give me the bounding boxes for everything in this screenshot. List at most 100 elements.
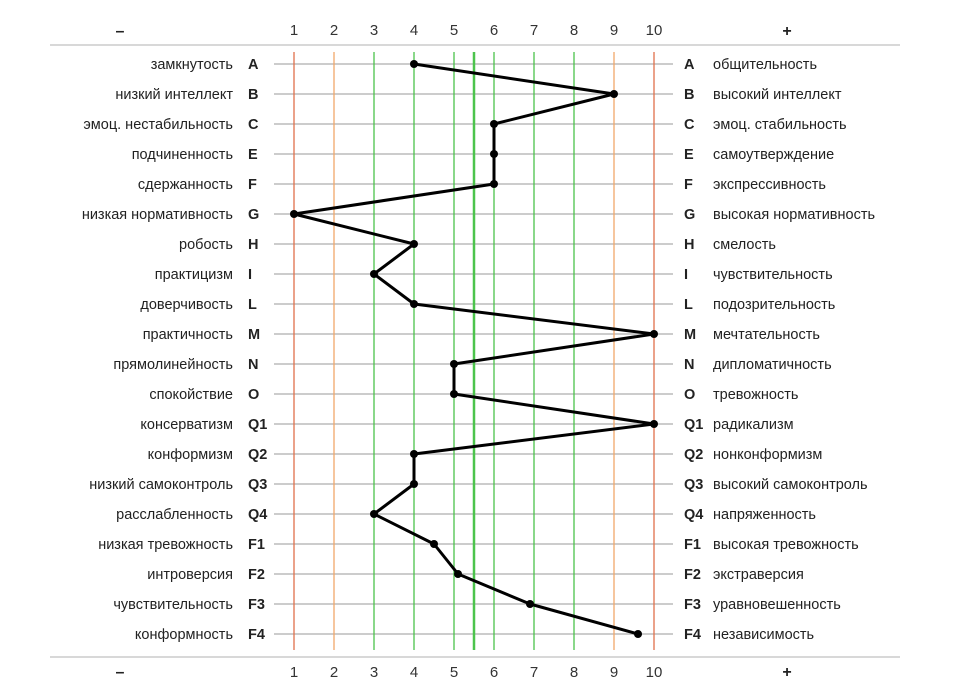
factor-code-right: G — [684, 207, 695, 223]
right-pole-label: высокий интеллект — [713, 87, 842, 103]
factor-code-right: O — [684, 387, 695, 403]
right-pole-label: независимость — [713, 627, 814, 643]
data-point-I — [370, 270, 378, 278]
right-pole-label: экстраверсия — [713, 567, 804, 583]
left-pole-label: практичность — [143, 327, 233, 343]
factor-code-left: C — [248, 117, 259, 133]
data-point-Q4 — [370, 510, 378, 518]
right-pole-label: нонконформизм — [713, 447, 822, 463]
factor-code-right: F4 — [684, 627, 701, 643]
left-pole-label: робость — [179, 237, 233, 253]
left-pole-label: низкий самоконтроль — [89, 477, 233, 493]
right-pole-label: высокий самоконтроль — [713, 477, 868, 493]
header-plus: + — [782, 23, 791, 40]
x-tick-top: 5 — [450, 22, 458, 39]
right-pole-label: самоутверждение — [713, 147, 834, 163]
right-pole-label: тревожность — [713, 387, 798, 403]
x-tick-bottom: 2 — [330, 664, 338, 681]
factor-code-left: Q4 — [248, 507, 267, 523]
left-pole-label: конформизм — [148, 447, 233, 463]
left-pole-label: доверчивость — [140, 297, 233, 313]
data-point-O — [450, 390, 458, 398]
left-pole-label: расслабленность — [116, 507, 233, 523]
factor-code-right: Q3 — [684, 477, 703, 493]
right-pole-label: высокая нормативность — [713, 207, 875, 223]
factor-code-left: E — [248, 147, 258, 163]
left-pole-label: низкая нормативность — [82, 207, 233, 223]
factor-code-left: A — [248, 57, 259, 73]
data-point-M — [650, 330, 658, 338]
left-pole-label: эмоц. нестабильность — [83, 117, 233, 133]
factor-code-left: N — [248, 357, 258, 373]
left-pole-label: интроверсия — [147, 567, 233, 583]
factor-code-left: F — [248, 177, 257, 193]
factor-code-right: F3 — [684, 597, 701, 613]
factor-code-left: F2 — [248, 567, 265, 583]
x-tick-bottom: 1 — [290, 664, 298, 681]
data-point-A — [410, 60, 418, 68]
right-pole-label: общительность — [713, 57, 817, 73]
x-tick-top: 8 — [570, 22, 578, 39]
right-pole-label: подозрительность — [713, 297, 835, 313]
left-pole-label: конформность — [135, 627, 233, 643]
x-tick-bottom: 6 — [490, 664, 498, 681]
factor-code-left: Q1 — [248, 417, 267, 433]
right-pole-label: радикализм — [713, 417, 794, 433]
factor-code-right: L — [684, 297, 693, 313]
right-pole-label: уравновешенность — [713, 597, 841, 613]
factor-code-right: Q1 — [684, 417, 703, 433]
factor-code-left: Q2 — [248, 447, 267, 463]
factor-code-left: B — [248, 87, 258, 103]
factor-code-right: H — [684, 237, 694, 253]
data-point-Q3 — [410, 480, 418, 488]
factor-code-left: H — [248, 237, 258, 253]
factor-code-right: E — [684, 147, 694, 163]
factor-code-right: F1 — [684, 537, 701, 553]
data-point-L — [410, 300, 418, 308]
right-pole-label: дипломатичность — [713, 357, 832, 373]
data-point-E — [490, 150, 498, 158]
x-tick-top: 1 — [290, 22, 298, 39]
x-tick-bottom: 9 — [610, 664, 618, 681]
factor-code-left: I — [248, 267, 252, 283]
factor-code-left: Q3 — [248, 477, 267, 493]
factor-code-right: F2 — [684, 567, 701, 583]
x-tick-bottom: 7 — [530, 664, 538, 681]
left-pole-label: низкий интеллект — [115, 87, 233, 103]
footer-plus: + — [782, 664, 791, 681]
factor-code-right: N — [684, 357, 694, 373]
right-pole-label: эмоц. стабильность — [713, 117, 847, 133]
factor-code-left: F4 — [248, 627, 265, 643]
profile-line — [292, 62, 656, 636]
left-pole-label: практицизм — [155, 267, 233, 283]
factor-code-right: I — [684, 267, 688, 283]
x-tick-bottom: 3 — [370, 664, 378, 681]
right-pole-label: чувствительность — [713, 267, 833, 283]
x-tick-top: 9 — [610, 22, 618, 39]
data-point-F1 — [430, 540, 438, 548]
x-tick-top: 2 — [330, 22, 338, 39]
x-tick-top: 10 — [646, 22, 663, 39]
left-pole-label: замкнутость — [151, 57, 233, 73]
factor-code-left: O — [248, 387, 259, 403]
footer-minus: – — [116, 664, 125, 681]
factor-code-left: L — [248, 297, 257, 313]
left-pole-label: сдержанность — [138, 177, 233, 193]
left-pole-label: подчиненность — [132, 147, 233, 163]
factor-code-right: B — [684, 87, 694, 103]
left-pole-label: низкая тревожность — [98, 537, 233, 553]
x-tick-bottom: 5 — [450, 664, 458, 681]
factor-code-right: Q2 — [684, 447, 703, 463]
factor-code-right: C — [684, 117, 695, 133]
factor-code-left: F3 — [248, 597, 265, 613]
left-pole-label: консерватизм — [140, 417, 233, 433]
factor-code-right: M — [684, 327, 696, 343]
left-pole-label: спокойствие — [149, 387, 233, 403]
left-pole-label: прямолинейность — [113, 357, 233, 373]
left-pole-label: чувствительность — [113, 597, 233, 613]
data-point-F2 — [454, 570, 462, 578]
data-point-N — [450, 360, 458, 368]
factor-code-right: Q4 — [684, 507, 703, 523]
right-pole-label: мечтательность — [713, 327, 820, 343]
